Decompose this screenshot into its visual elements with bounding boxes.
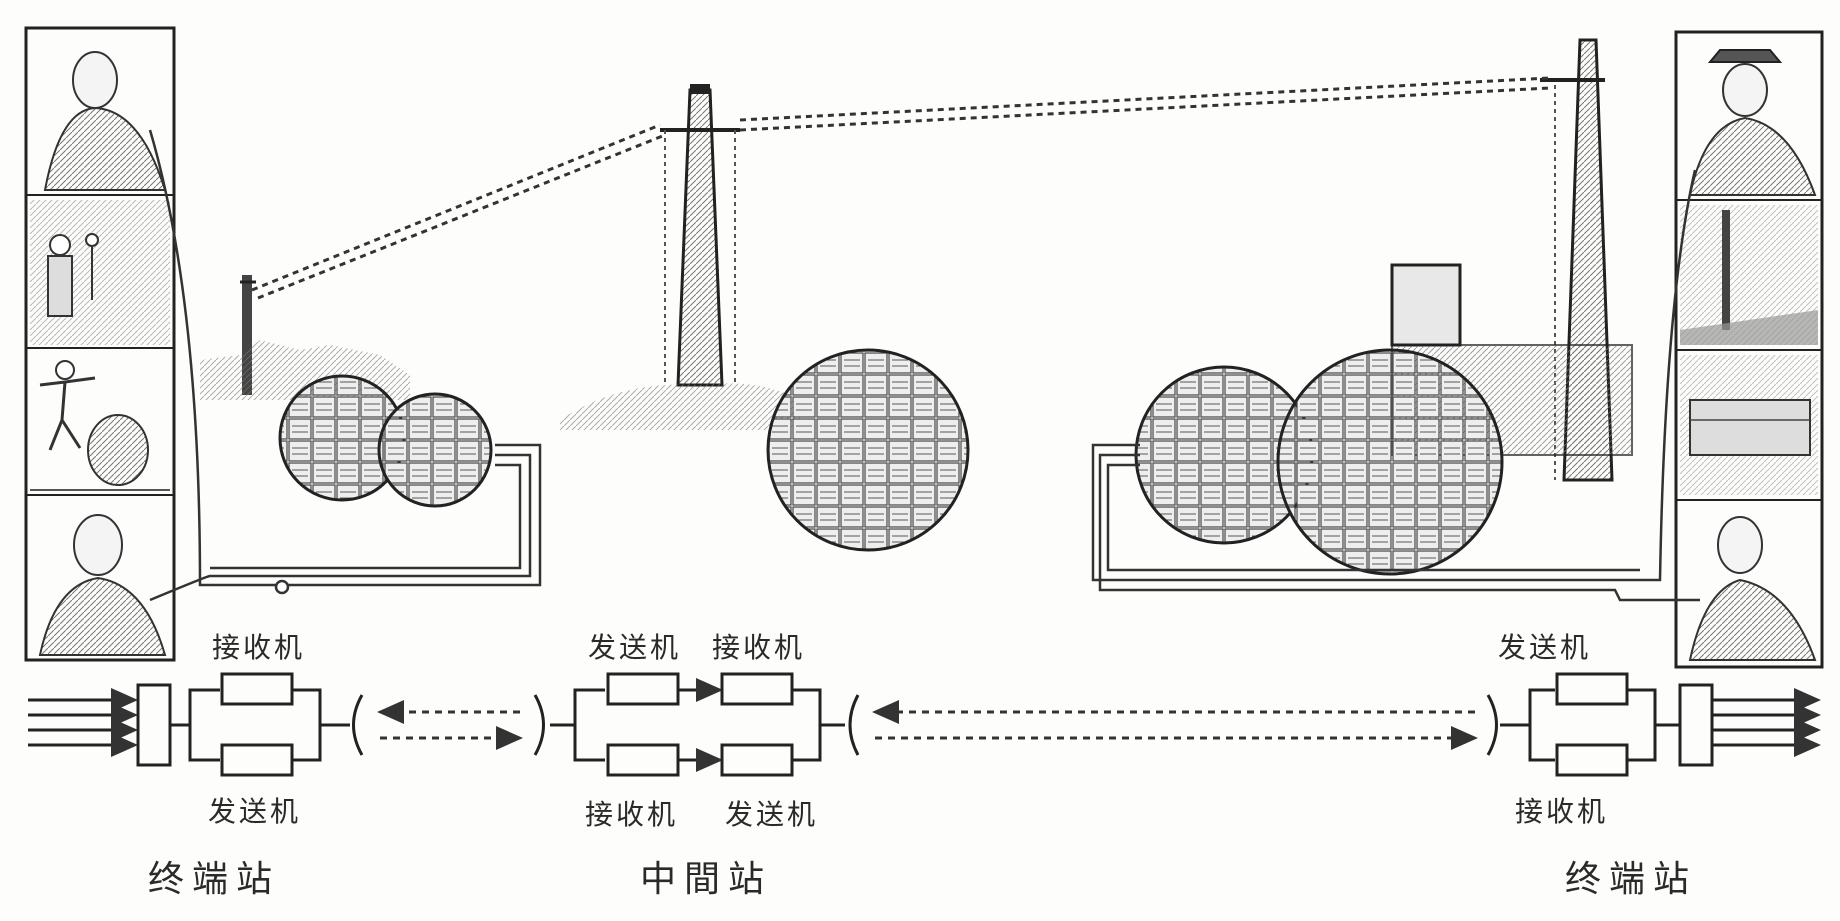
left-receiver-label: 接收机	[212, 631, 306, 664]
mid-sender-top-box	[606, 672, 680, 706]
right-output-arrows	[1712, 688, 1821, 757]
factory-scene-icon	[1680, 205, 1818, 345]
left-vignette-panel	[24, 26, 176, 662]
mid-sender-bottom-box	[720, 743, 794, 777]
left-small-antenna	[240, 275, 256, 395]
left-mux-box	[136, 683, 172, 767]
left-antenna-arc	[352, 694, 364, 756]
street-scene-icon	[1680, 355, 1818, 495]
portrait-woman-icon	[38, 514, 167, 656]
performers-scene-icon	[30, 200, 170, 345]
mid-receiver-bottom-label: 接收机	[585, 798, 679, 831]
mid-receiver-top-label: 接收机	[712, 631, 806, 664]
middle-equipment-circle	[766, 348, 970, 552]
left-input-arrows	[28, 688, 138, 757]
right-wiring	[1091, 169, 1700, 602]
dancer-scene-icon	[30, 360, 170, 491]
mid-sender-bottom-label: 发送机	[725, 798, 819, 831]
middle-landscape	[560, 383, 800, 430]
mid-sender-top-label: 发送机	[588, 631, 682, 664]
bottom-schematic	[28, 672, 1821, 777]
right-sender-label: 发送机	[1498, 631, 1592, 664]
right-equipment-circles	[1134, 348, 1504, 576]
middle-station-label: 中間站	[640, 859, 773, 900]
right-receiver-box	[1555, 743, 1629, 777]
left-wiring	[148, 129, 542, 602]
left-sender-box	[220, 743, 294, 777]
radio-beams	[251, 76, 1551, 300]
right-sender-box	[1555, 672, 1629, 706]
left-sender-label: 发送机	[208, 795, 302, 828]
middle-tower	[660, 84, 740, 387]
left-terminal-station-label: 终端站	[148, 859, 281, 900]
left-equipment-circles	[278, 374, 493, 508]
portrait-man-hat-icon	[1688, 49, 1817, 196]
right-mux-box	[1678, 683, 1714, 767]
schematic-dashed-links	[377, 700, 1478, 750]
portrait-man-icon	[43, 51, 167, 191]
right-terminal-station-label: 终端站	[1565, 859, 1698, 900]
mid-right-arc	[848, 694, 860, 756]
right-receiver-label: 接收机	[1515, 795, 1609, 828]
portrait-woman-phone-icon	[1688, 516, 1817, 661]
mid-receiver-bottom-box	[606, 743, 680, 777]
right-vignette-panel	[1674, 30, 1824, 669]
left-receiver-box	[220, 672, 294, 706]
mid-left-arc	[533, 694, 545, 756]
mid-receiver-top-box	[720, 672, 794, 706]
right-antenna-arc	[1486, 694, 1498, 756]
